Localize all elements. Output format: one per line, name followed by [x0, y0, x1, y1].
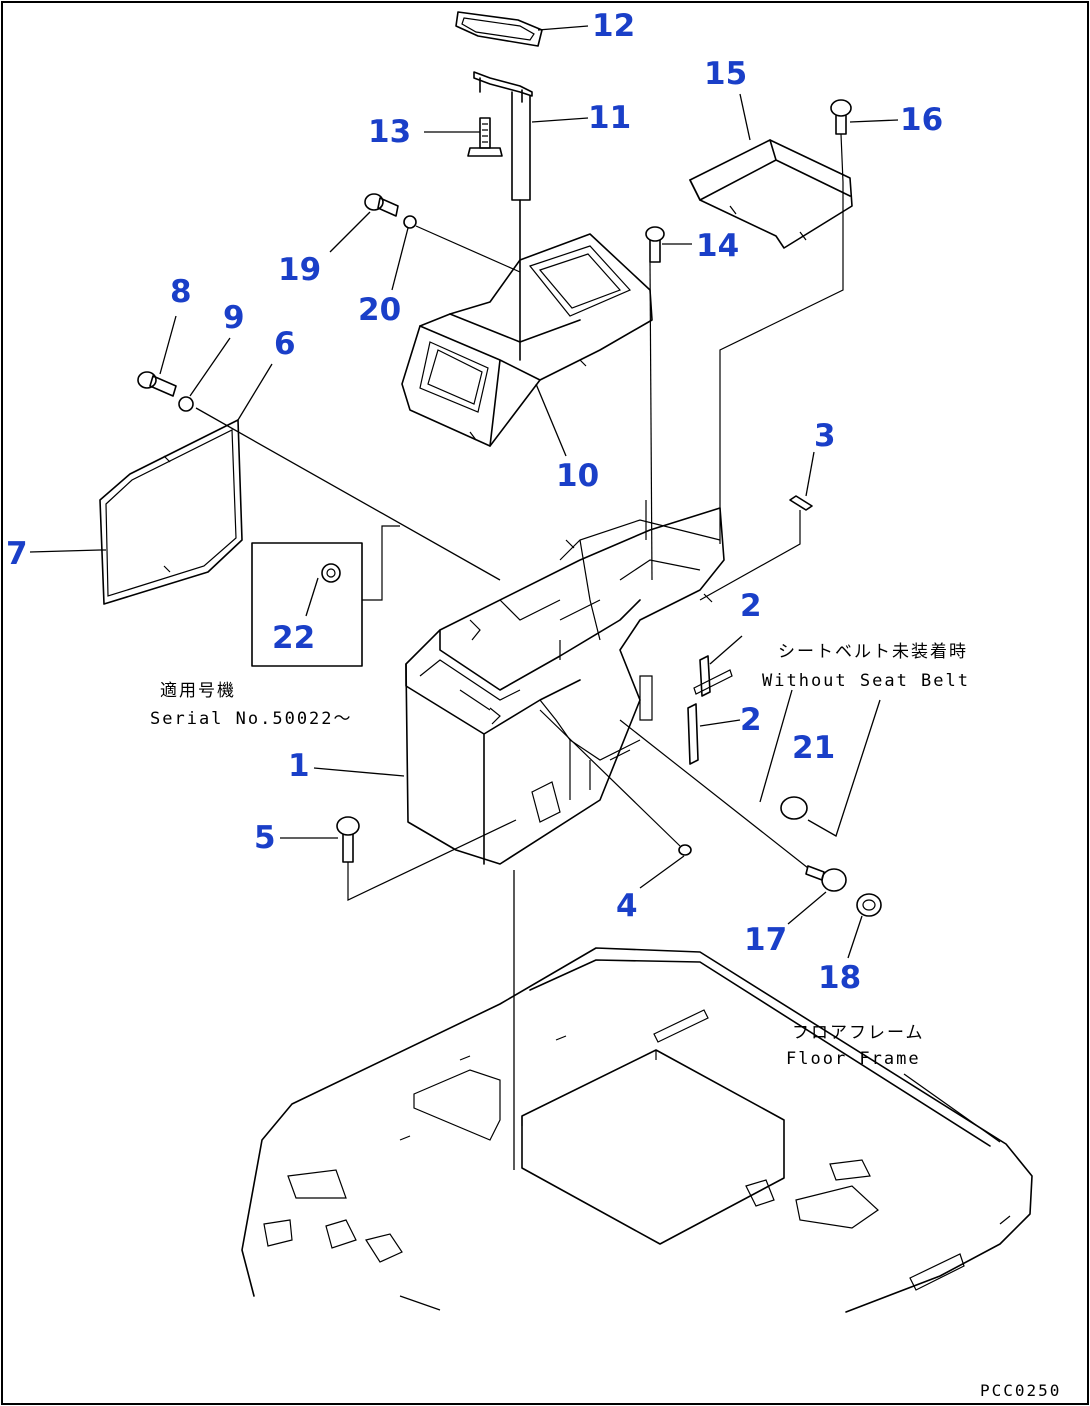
- part-2-bracket-upper: [693, 655, 733, 697]
- callout-12: 12: [592, 8, 635, 44]
- callout-1: 1: [288, 748, 310, 784]
- assembly-lines: [645, 182, 844, 581]
- callout-2b: 2: [740, 702, 762, 738]
- part-14-bolt: [645, 226, 665, 263]
- part-18-cap: [856, 893, 882, 917]
- serial-note-jp: 適用号機: [160, 681, 236, 701]
- floor-frame: [241, 870, 1033, 1313]
- part-16-bolt: [830, 99, 852, 183]
- part-9-washer: [178, 396, 194, 412]
- part-2-bracket-lower: [687, 703, 699, 765]
- part-8-bolt: [137, 371, 177, 397]
- part-20-washer: [403, 215, 521, 273]
- callout-16: 16: [900, 102, 943, 138]
- part-3-clip: [699, 495, 813, 601]
- part-15-cover: [689, 139, 853, 249]
- callout-14: 14: [696, 228, 739, 264]
- callout-20: 20: [358, 292, 401, 328]
- callout-11: 11: [588, 100, 631, 136]
- callout-21: 21: [792, 730, 835, 766]
- callout-22: 22: [272, 620, 315, 656]
- part-1-console-box: [405, 507, 725, 865]
- callout-18: 18: [818, 960, 861, 996]
- callout-13: 13: [368, 114, 411, 150]
- part-5-bolt: [336, 816, 517, 901]
- callout-10: 10: [556, 458, 599, 494]
- callout-4: 4: [616, 888, 638, 924]
- part-11-bracket: [473, 71, 533, 361]
- callout-6: 6: [274, 326, 296, 362]
- callout-7: 7: [6, 536, 28, 572]
- part-4-clip: [539, 709, 692, 856]
- callout-leaders: [29, 25, 1001, 1143]
- callout-3: 3: [814, 418, 836, 454]
- callout-15: 15: [704, 56, 747, 92]
- seatbelt-note-en: Without Seat Belt: [762, 671, 970, 691]
- callout-5: 5: [254, 820, 276, 856]
- callout-8: 8: [170, 274, 192, 310]
- part-22-inset: [251, 525, 400, 667]
- part-13-bolt: [467, 117, 503, 157]
- panel-hidden-line: [195, 407, 501, 581]
- notes: 適用号機 Serial No.50022～ シートベルト未装着時 Without…: [150, 642, 1061, 1400]
- floor-frame-label-jp: フロアフレーム: [792, 1023, 925, 1043]
- part-10-console-cover: [401, 233, 653, 447]
- callout-2a: 2: [740, 588, 762, 624]
- part-12-pad: [455, 11, 543, 47]
- floor-frame-label-en: Floor Frame: [786, 1049, 921, 1069]
- serial-note-en: Serial No.50022～: [150, 709, 353, 729]
- seatbelt-note-jp: シートベルト未装着時: [778, 642, 968, 662]
- part-7-side-panel: [99, 419, 243, 605]
- callout-17: 17: [744, 922, 787, 958]
- part-21-plug: [780, 699, 881, 837]
- callout-19: 19: [278, 252, 321, 288]
- drawing-code: PCC0250: [980, 1381, 1061, 1400]
- part-19-bolt: [364, 193, 399, 217]
- callout-labels: 12 15 11 16 13 14 19 20 8 9 6 10 3 7 22 …: [6, 8, 943, 996]
- part-17-bolt: [619, 719, 847, 892]
- callout-9: 9: [223, 300, 245, 336]
